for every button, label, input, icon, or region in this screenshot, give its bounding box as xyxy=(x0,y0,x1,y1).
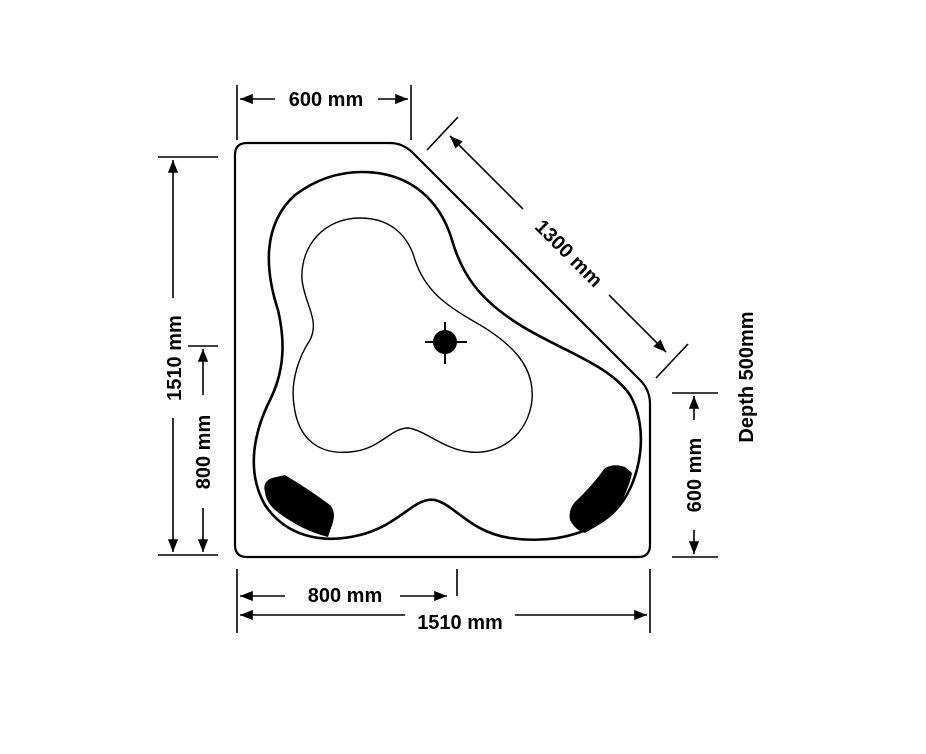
headrest-right xyxy=(569,465,632,533)
label-right-height: 600 mm xyxy=(684,438,706,513)
label-depth: Depth 500mm xyxy=(736,311,758,442)
label-bottom-width: 1510 mm xyxy=(417,612,503,634)
label-bottom-sub-width: 800 mm xyxy=(308,585,383,607)
outer-rim xyxy=(233,141,652,559)
inner-floor xyxy=(292,217,533,454)
dimension-diagonal: 1300 mm xyxy=(426,116,689,379)
label-top-width: 600 mm xyxy=(289,89,364,111)
headrest-left xyxy=(264,475,334,537)
dimension-right-height: 600 mm xyxy=(672,392,718,558)
bath-basin xyxy=(252,170,643,542)
dimension-top-width: 600 mm xyxy=(236,85,412,140)
drain-icon xyxy=(425,322,467,364)
dimension-bottom-width: 1510 mm xyxy=(236,569,651,634)
dimension-left-height: 1510 mm xyxy=(158,156,218,556)
label-left-height: 1510 mm xyxy=(164,315,186,401)
dimension-left-sub-height: 800 mm xyxy=(188,345,218,552)
label-left-sub-height: 800 mm xyxy=(193,415,215,490)
dimension-bottom-sub-width: 800 mm xyxy=(240,569,458,607)
